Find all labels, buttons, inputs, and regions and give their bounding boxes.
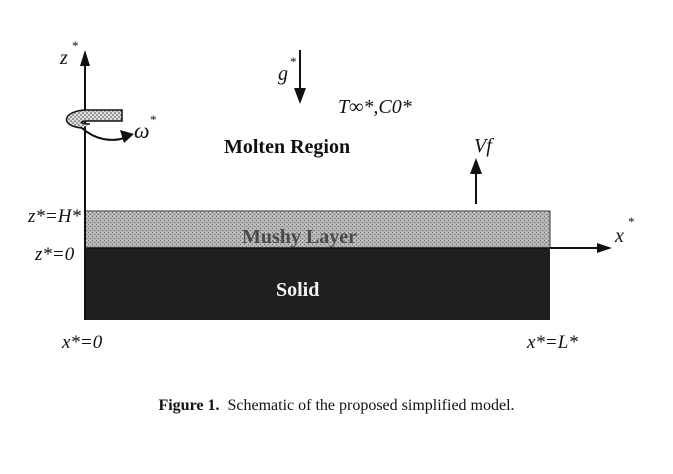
gravity-label: g xyxy=(278,63,288,85)
gravity-arrowhead xyxy=(294,88,306,104)
figure-caption: Figure 1. Schematic of the proposed simp… xyxy=(0,397,673,415)
z-equals-h-label: z*=H* xyxy=(27,206,81,227)
figure-caption-text: Schematic of the proposed simplified mod… xyxy=(227,397,515,414)
x-axis-star: * xyxy=(628,214,635,229)
x-axis-label: x xyxy=(614,225,624,247)
solid-label: Solid xyxy=(276,279,319,301)
z-axis-label: z xyxy=(59,47,68,69)
x-axis-arrowhead xyxy=(597,243,612,253)
molten-region-label: Molten Region xyxy=(224,136,350,158)
x-equals-zero-label: x*=0 xyxy=(61,332,103,353)
mushy-layer-label: Mushy Layer xyxy=(242,226,357,248)
solid-region xyxy=(85,248,550,320)
omega-label: ω xyxy=(134,118,150,143)
z-axis-arrowhead xyxy=(80,50,90,66)
z-axis-star: * xyxy=(72,38,79,53)
figure-caption-label: Figure 1. xyxy=(158,397,220,414)
x-equals-l-label: x*=L* xyxy=(526,332,578,353)
mushy-layer xyxy=(84,210,551,249)
rotation-arrow-icon xyxy=(65,109,134,143)
temperature-concentration-label: T∞*,C0* xyxy=(338,96,412,118)
front-velocity-arrowhead xyxy=(470,158,482,174)
front-velocity-label: Vf xyxy=(474,135,494,157)
z-equals-zero-label: z*=0 xyxy=(34,244,75,265)
omega-star: * xyxy=(150,112,157,127)
gravity-star: * xyxy=(290,54,297,69)
